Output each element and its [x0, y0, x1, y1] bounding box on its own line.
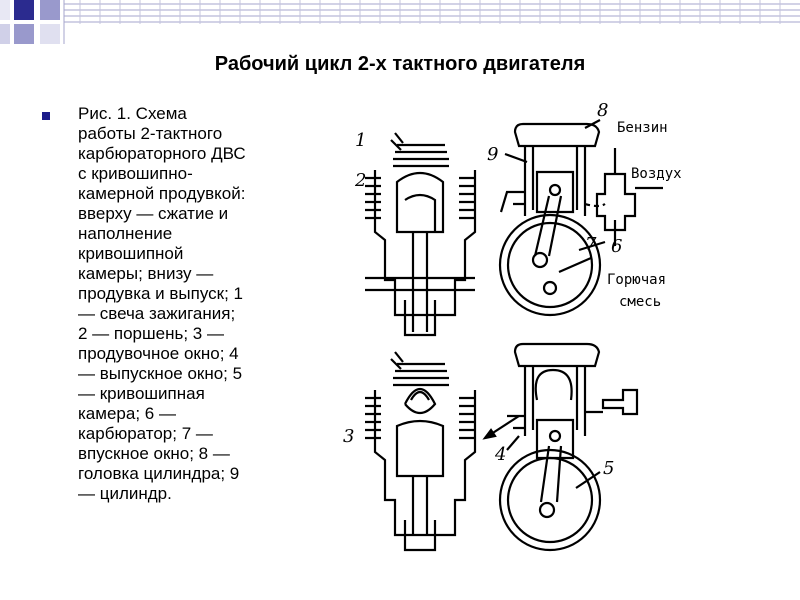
figure-caption: Рис. 1. Схема работы 2-тактного карбюрат… — [78, 104, 246, 503]
top-side-view — [498, 119, 663, 317]
label-air: Воздух — [631, 166, 682, 182]
label-1: 1 — [355, 130, 366, 151]
label-mix-line1: Горючая — [607, 272, 666, 288]
label-7: 7 — [585, 234, 597, 255]
corner-decoration — [0, 0, 800, 60]
engine-diagram-svg: 1 2 9 8 7 6 3 4 5 Бензин Воздух Горючая … — [343, 100, 682, 552]
label-5: 5 — [603, 458, 614, 479]
slide-title: Рабочий цикл 2-х тактного двигателя — [214, 53, 586, 75]
label-3: 3 — [343, 426, 354, 447]
corner-squares — [0, 0, 800, 44]
label-mix-line2: смесь — [619, 294, 661, 310]
bottom-front-view — [365, 351, 477, 552]
bullet-marker — [42, 112, 50, 120]
label-8: 8 — [597, 100, 608, 121]
engine-diagram: 1 2 9 8 7 6 3 4 5 Бензин Воздух Горючая … — [335, 100, 735, 565]
label-9: 9 — [487, 144, 498, 165]
label-6: 6 — [611, 236, 622, 257]
top-front-view — [365, 132, 477, 337]
label-2: 2 — [354, 170, 366, 191]
bottom-side-view — [482, 342, 639, 552]
label-4: 4 — [494, 444, 506, 465]
label-fuel: Бензин — [617, 120, 668, 136]
